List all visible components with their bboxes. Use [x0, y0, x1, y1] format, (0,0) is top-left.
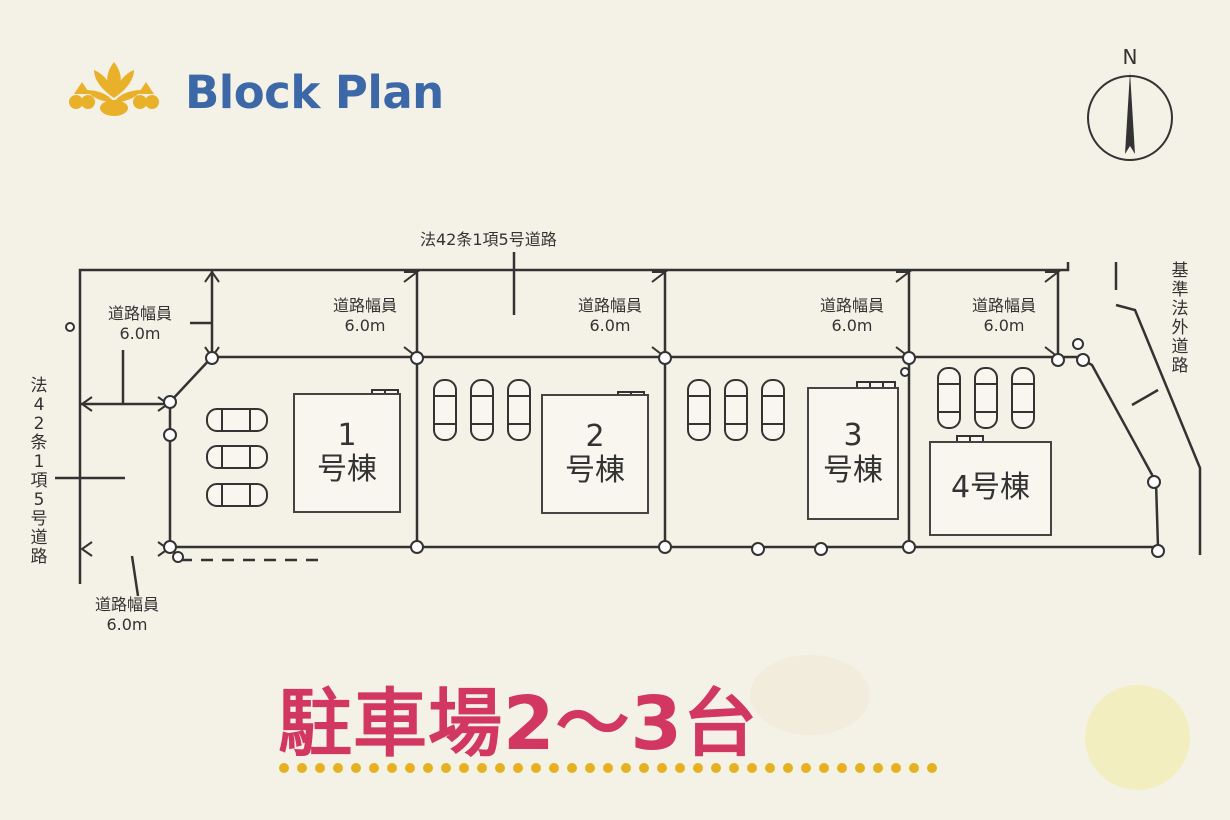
lotus-logo-icon: [69, 62, 159, 116]
unit-2-suffix: 号棟: [565, 453, 625, 488]
road-width-label-lot3: 道路幅員 6.0m: [802, 298, 902, 334]
top-road-label: 法42条1項5号道路: [420, 230, 557, 249]
page-title: Block Plan: [185, 66, 444, 119]
unit-4-label: 4号棟: [950, 470, 1031, 506]
left-road-label: 法42条1項5号道路: [30, 376, 48, 568]
road-width-value: 6.0m: [589, 316, 631, 335]
road-width-text: 道路幅員: [971, 296, 1036, 315]
unit-3-number: 3: [843, 418, 863, 453]
road-width-text: 道路幅員: [94, 595, 159, 614]
background-blob: [750, 655, 870, 735]
road-width-label-lot4: 道路幅員 6.0m: [954, 298, 1054, 334]
unit-1-building: 1 号棟: [293, 393, 401, 513]
north-compass-icon: N: [1087, 45, 1173, 161]
parking-cars-lot2: [433, 379, 531, 441]
unit-3-building: 3 号棟: [807, 387, 899, 520]
unit-1-suffix: 号棟: [317, 452, 377, 487]
background-blob: [1085, 685, 1190, 790]
road-width-value: 6.0m: [983, 316, 1025, 335]
road-width-label-lot2: 道路幅員 6.0m: [560, 298, 660, 334]
parking-cars-lot4: [937, 367, 1035, 429]
unit-3-suffix: 号棟: [823, 452, 883, 488]
unit-1-number: 1: [337, 417, 357, 453]
road-width-text: 道路幅員: [107, 304, 172, 323]
road-width-value: 6.0m: [831, 316, 873, 335]
road-width-label-lot1: 道路幅員 6.0m: [315, 298, 415, 334]
road-width-value: 6.0m: [119, 324, 161, 343]
road-width-value: 6.0m: [106, 615, 148, 634]
road-width-text: 道路幅員: [819, 296, 884, 315]
unit-2-number: 2: [585, 418, 605, 454]
parking-cars-lot3: [687, 379, 785, 441]
road-width-text: 道路幅員: [332, 296, 397, 315]
unit-4-building: 4号棟: [929, 441, 1052, 536]
dotted-underline: [279, 763, 937, 773]
unit-2-building: 2 号棟: [541, 394, 649, 514]
road-width-value: 6.0m: [344, 316, 386, 335]
compass-label: N: [1123, 45, 1138, 69]
parking-cars-lot1: [206, 408, 268, 507]
parking-tagline: 駐車場2～3台: [278, 681, 758, 767]
road-width-label-left-bottom: 道路幅員 6.0m: [77, 597, 177, 633]
right-road-label: 基準法外道路: [1171, 261, 1189, 377]
road-width-label-left-top: 道路幅員 6.0m: [90, 306, 190, 342]
road-width-text: 道路幅員: [577, 296, 642, 315]
